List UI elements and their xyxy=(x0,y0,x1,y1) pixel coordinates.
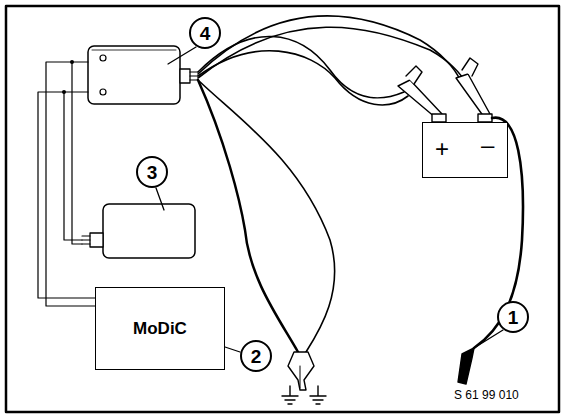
clamp-handle xyxy=(406,66,422,84)
figure-code: S 61 99 010 xyxy=(452,388,521,402)
modic-box: MoDiC xyxy=(95,287,225,370)
signal-wire xyxy=(64,92,82,240)
battery: +– xyxy=(422,122,508,178)
ground-probe xyxy=(458,348,474,384)
terminal-sign: + xyxy=(435,137,449,161)
callout-number: 4 xyxy=(189,17,221,49)
clamp-handle xyxy=(462,58,478,76)
leader-line xyxy=(474,330,503,348)
callout-number: 1 xyxy=(497,301,529,333)
device-box xyxy=(103,204,195,258)
battery-terminal xyxy=(432,114,446,122)
plug-pins xyxy=(82,236,90,244)
device-hole xyxy=(100,89,106,95)
clamp-jaw xyxy=(300,366,301,388)
callout-number: 3 xyxy=(136,156,168,188)
clamp-cable xyxy=(198,27,466,84)
signal-wire xyxy=(72,62,82,244)
battery-clamp xyxy=(398,80,442,118)
signal-wire xyxy=(46,62,95,306)
device-plug xyxy=(90,233,103,247)
terminal-sign: – xyxy=(481,133,494,157)
wire-junction xyxy=(70,60,74,64)
callout-number: 2 xyxy=(240,340,272,372)
battery-clamp xyxy=(456,74,490,117)
device-edge xyxy=(92,50,176,51)
ground-symbol xyxy=(310,386,326,404)
leader-line xyxy=(168,47,196,64)
wire-junction xyxy=(62,90,66,94)
ground-symbol xyxy=(282,386,298,404)
frame xyxy=(6,6,559,412)
node-title: MoDiC xyxy=(133,320,187,337)
plug-pins xyxy=(190,72,198,80)
device-plug xyxy=(180,69,190,83)
clamp-cable xyxy=(198,36,404,97)
ground-clamp xyxy=(288,352,314,390)
leader-line xyxy=(156,188,164,210)
device-hole xyxy=(100,55,106,61)
clamp-cable xyxy=(198,51,408,105)
device-box xyxy=(88,46,180,104)
battery-terminal xyxy=(478,114,492,122)
